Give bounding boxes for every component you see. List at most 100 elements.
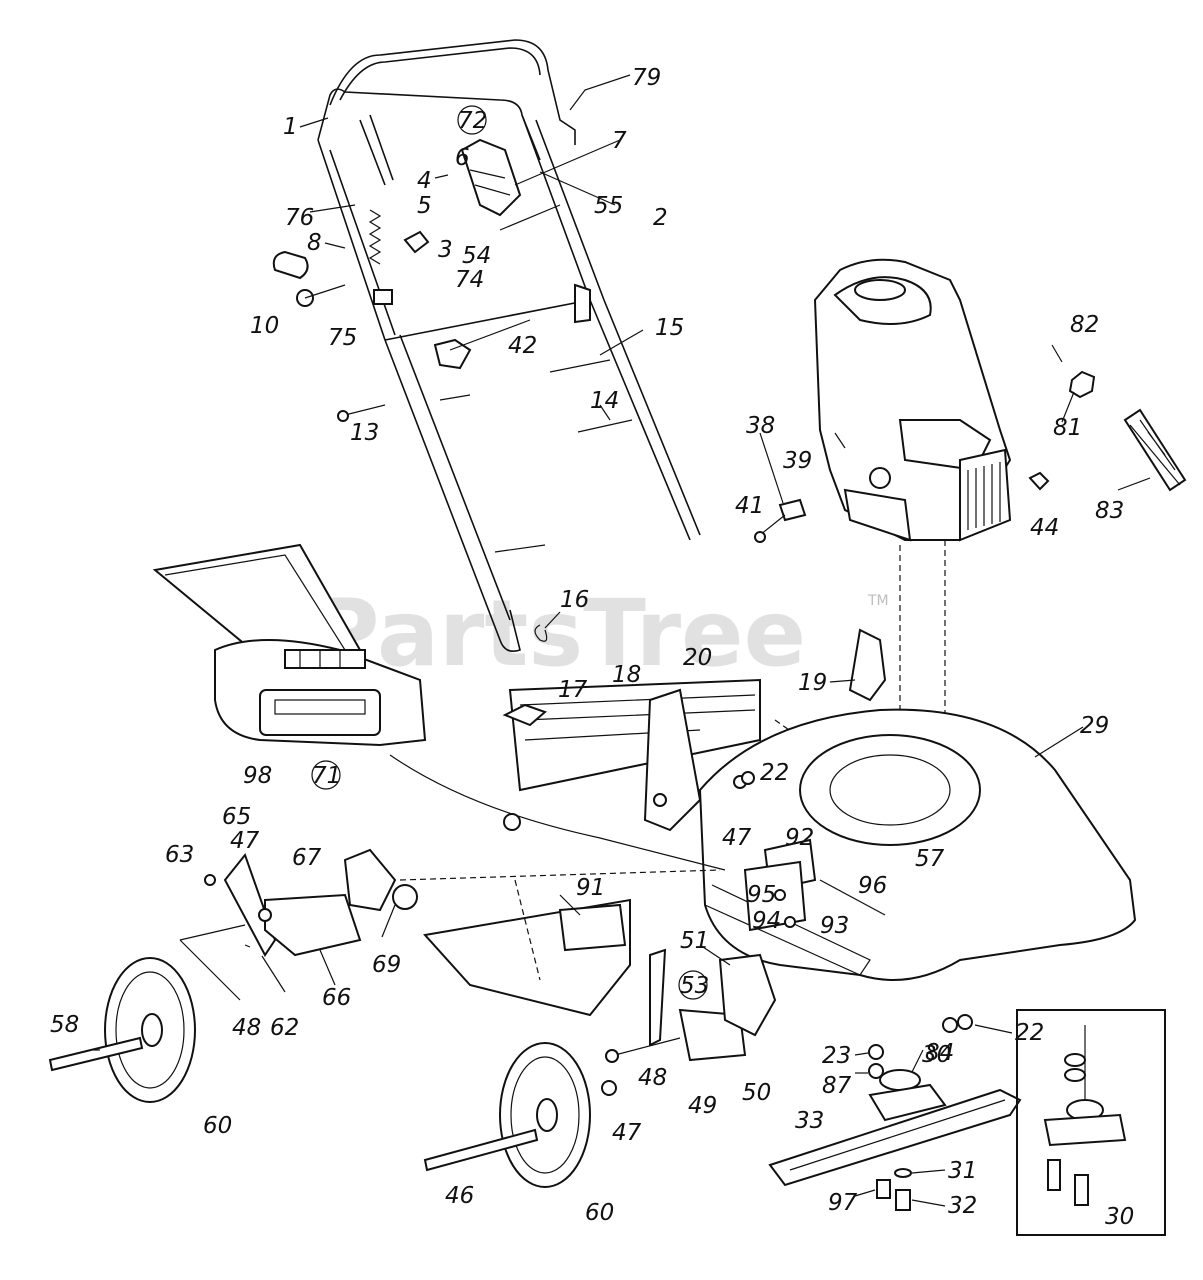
rear-wheel-60 [48,957,196,1103]
callout-60-rear: 60 [203,1113,232,1139]
callout-63: 63 [165,842,194,868]
callout-16: 16 [560,587,589,613]
callout-62: 62 [270,1015,299,1041]
callout-95: 95 [747,882,776,908]
callout-81-82-top: 82 [1070,312,1099,338]
watermark: PartsTree [312,580,806,687]
callout-31: 31 [948,1158,977,1184]
deck-bolt-22-84 [733,771,973,1033]
part-81 [1068,370,1096,399]
callout-33: 33 [795,1108,824,1134]
lower-handle [384,299,701,653]
callout-13: 13 [350,420,379,446]
callout-58: 58 [50,1012,79,1038]
grass-bag-deflector [152,543,427,747]
front-wheel-60 [423,1042,617,1188]
callout-22-lower: 22 [1015,1020,1044,1046]
callout-8: 8 [307,230,322,256]
callout-54: 54 [462,243,491,269]
callout-42: 42 [508,333,537,359]
front-height-adjuster [605,948,777,1063]
hinge-bracket-20 [643,688,702,832]
callout-32: 32 [948,1193,977,1219]
callout-39: 39 [783,448,812,474]
callout-75: 75 [328,325,357,351]
callout-30: 30 [922,1042,951,1068]
watermark-tm: TM [867,593,889,609]
callout-71: 71 [312,763,341,789]
blade-bolts [876,1168,912,1211]
callout-18: 18 [612,662,641,688]
inset-box [1016,1009,1166,1236]
callout-49: 49 [688,1093,717,1119]
bail-handle [329,39,576,186]
callout-51: 51 [680,928,709,954]
callout-79: 79 [632,65,661,91]
spark-plug-wire-82 [1051,344,1063,363]
callout-46: 46 [445,1183,474,1209]
rear-flap-bracket-18 [508,678,761,792]
callout-48-front: 48 [638,1065,667,1091]
callout-41: 41 [735,493,764,519]
throttle-control [460,138,522,217]
callout-labels: 1 2 3 4 5 6 7 8 10 13 14 15 16 17 18 19 … [50,65,1134,1230]
handle-bolt-13 [337,404,386,422]
callout-6: 6 [455,145,470,171]
upper-handle [317,88,605,341]
callout-55: 55 [594,193,623,219]
callout-14: 14 [590,388,619,414]
callout-81: 81 [1053,415,1082,441]
mower-deck-29 [698,628,1137,981]
callout-66: 66 [322,985,351,1011]
callout-92: 92 [785,825,814,851]
callout-7: 7 [612,128,627,154]
callout-57: 57 [915,846,945,872]
callout-50: 50 [742,1080,771,1106]
callout-98: 98 [243,763,272,789]
callout-4: 4 [417,168,432,194]
clip-17 [502,703,547,727]
callout-17: 17 [558,677,588,703]
callout-93: 93 [820,913,849,939]
rear-height-adjuster [179,848,418,1001]
callout-69: 69 [372,952,401,978]
deck-side-plates-92-96 [743,838,886,932]
callout-74: 74 [455,267,484,293]
callout-29: 29 [1080,713,1109,739]
callout-47-deck: 47 [722,825,752,851]
callout-97: 97 [828,1190,858,1216]
callout-10: 10 [250,313,279,339]
blade-33 [768,1088,1022,1187]
cable-clip-16 [534,624,548,642]
callout-23: 23 [822,1043,851,1069]
callout-22-upper: 22 [760,760,789,786]
callout-3: 3 [438,237,453,263]
callout-87: 87 [822,1073,852,1099]
callout-94: 94 [752,908,781,934]
part-83 [1123,408,1187,492]
engine [813,258,1012,542]
callout-19: 19 [798,670,827,696]
handle-knobs [272,230,591,370]
callout-47-front: 47 [612,1120,642,1146]
callout-91: 91 [576,875,605,901]
callout-38: 38 [746,413,775,439]
callout-5: 5 [417,193,432,219]
callout-76: 76 [285,205,314,231]
leader-lines [93,74,1151,1207]
discharge-chute-91 [423,898,631,1017]
fasteners-38-41-44 [754,471,1050,543]
callout-96: 96 [858,873,887,899]
blade-adapter-30 [868,1044,947,1122]
callout-20: 20 [683,645,712,671]
callout-1: 1 [283,114,298,140]
callout-15: 15 [655,315,684,341]
callout-72: 72 [458,108,487,134]
callout-53: 53 [680,973,709,999]
callout-47-rear: 47 [230,828,260,854]
callout-83: 83 [1095,498,1124,524]
callout-65: 65 [222,804,251,830]
callout-2: 2 [653,205,668,231]
callout-67: 67 [292,845,322,871]
